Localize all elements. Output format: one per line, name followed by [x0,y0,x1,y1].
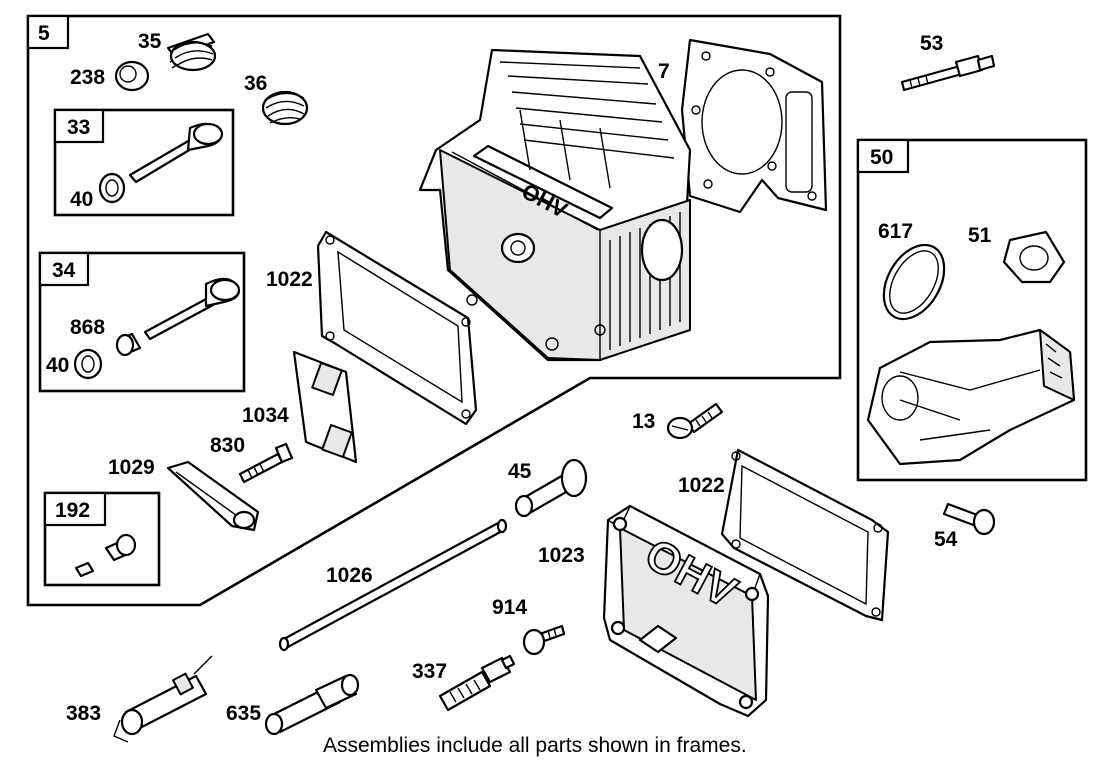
intake-elbow-50-part [866,328,1076,466]
exhaust-valve-33-part [128,122,224,184]
valve-seal-40b-part [73,348,103,380]
rocker-gasket-1022a-part [316,230,478,426]
tube-635-part [264,673,360,736]
valve-spring-35-part [166,32,217,72]
callout-830: 830 [210,434,245,457]
plug-tool-383-part [113,655,213,743]
valve-seal-40a-part [98,172,126,204]
callout-51: 51 [968,224,992,247]
frame-192-label: 192 [55,499,90,522]
o-ring-617-part [882,243,946,321]
diagram-caption: Assemblies include all parts shown in fr… [323,734,747,757]
frame-34-label: 34 [52,259,76,282]
screw-914-part [522,624,566,656]
guide-plate-1034-part [292,350,358,464]
callout-635: 635 [226,702,261,725]
tappet-45-part [514,458,588,518]
callout-53: 53 [920,32,943,55]
bolt-54-part [942,502,996,536]
callout-36: 36 [244,72,267,95]
frame-50-label: 50 [870,146,893,169]
callout-7: 7 [658,60,670,83]
valve-keeper-868-part [115,332,142,357]
bolt-13-part [666,402,724,440]
rocker-gasket-1022b-part [720,448,890,622]
frame-5-label: 5 [38,22,50,45]
frame-33-tag [53,108,105,144]
fitting-53-part [900,54,996,92]
callout-1023: 1023 [538,544,585,567]
frame-34-outline [38,251,246,393]
frame-33-label: 33 [67,116,90,139]
frame-34-tag [38,251,90,287]
callout-383: 383 [66,702,101,725]
frame-5-tag [26,14,70,50]
cap-238-part [114,60,150,92]
callout-40-top: 40 [70,188,93,211]
callout-238: 238 [70,66,105,89]
callout-914: 914 [492,596,527,619]
frame-192-tag [43,491,107,527]
callout-45: 45 [508,460,532,483]
callout-1022-upper: 1022 [266,268,313,291]
callout-868: 868 [70,316,105,339]
callout-337: 337 [412,660,447,683]
callout-1026: 1026 [326,564,373,587]
adjuster-192-part [74,533,137,578]
spark-plug-337-part [438,654,516,712]
callout-54: 54 [934,528,958,551]
frame-50-tag [856,138,910,174]
callout-35: 35 [138,30,162,53]
rocker-stud-830-part [238,442,294,484]
callout-1029: 1029 [108,456,155,479]
frame-5-outline [26,14,842,607]
intake-valve-34-part [143,277,241,341]
valve-spring-36-part [261,90,309,126]
rocker-arm-1029-part [166,460,260,532]
push-rod-1026-part [278,518,508,652]
callout-40-bottom: 40 [46,354,69,377]
callout-617: 617 [878,220,913,243]
callout-13: 13 [632,410,655,433]
callout-1022-lower: 1022 [678,474,725,497]
cylinder-head-part: OHV [418,48,692,362]
frame-33-outline [53,108,235,217]
frame-50-outline [856,138,1088,482]
callout-1034: 1034 [242,404,289,427]
head-gasket-7-part [680,38,828,214]
gasket-51-part [1002,230,1066,284]
